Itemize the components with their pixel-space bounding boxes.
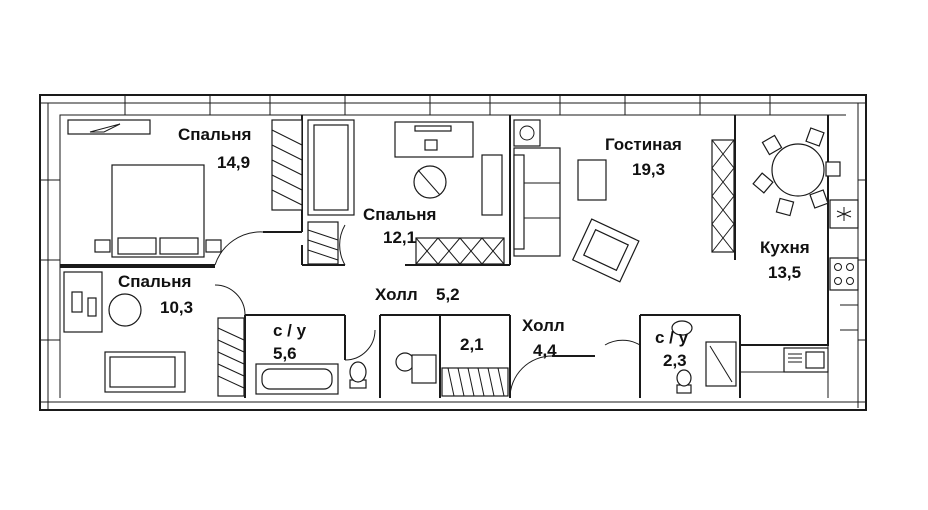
room-name-living: Гостиная <box>605 135 682 154</box>
bedroom-3-desk-icon <box>63 271 103 333</box>
room-area-kitchen: 13,5 <box>768 263 801 282</box>
room-area-living: 19,3 <box>632 160 665 179</box>
desk-icon <box>394 121 474 158</box>
room-labels: Спальня 14,9 Спальня 12,1 Гостиная 19,3 … <box>118 125 810 370</box>
sink-icon <box>783 347 829 373</box>
fridge-icon <box>829 199 859 229</box>
bedroom-3-armchair-icon <box>108 293 142 327</box>
bathtub-icon <box>255 363 339 395</box>
single-bed-icon <box>307 119 355 216</box>
bed-icon <box>94 164 222 258</box>
armchair-icon <box>413 165 447 199</box>
room-area-bathroom-1: 5,6 <box>273 344 297 363</box>
stove-icon <box>829 257 859 291</box>
room-name-bathroom-1: с / у <box>273 321 307 340</box>
bedroom-3-wardrobe-icon <box>217 317 245 397</box>
kitchen-counter <box>740 304 858 398</box>
room-area-bedroom-3: 10,3 <box>160 298 193 317</box>
storage-wardrobe-icon <box>441 367 509 397</box>
room-name-bedroom-2: Спальня <box>363 205 436 224</box>
room-name-hall-2: Холл <box>522 316 565 335</box>
room-name-bathroom-2: с / у <box>655 328 689 347</box>
bedroom-2-cabinet <box>415 154 505 265</box>
room-area-bedroom-2: 12,1 <box>383 228 416 247</box>
sofa-icon <box>513 147 561 257</box>
dining-table-icon <box>752 127 841 217</box>
washer-icon <box>513 119 541 147</box>
toilet-icon <box>349 361 367 389</box>
corridor-wardrobe-icon <box>307 221 339 265</box>
living-armchair-icon <box>571 218 640 283</box>
bathroom-2-shower-icon <box>705 341 737 387</box>
room-name-bedroom-1: Спальня <box>178 125 251 144</box>
room-area-hall-2: 4,4 <box>533 341 557 360</box>
room-area-bedroom-1: 14,9 <box>217 153 250 172</box>
room-area-bathroom-2: 2,3 <box>663 351 687 370</box>
room-area-hall-1: 5,2 <box>436 285 460 304</box>
bathroom-2-sink-icon <box>671 320 693 336</box>
bathroom-2-toilet-icon <box>676 369 692 394</box>
room-name-bedroom-3: Спальня <box>118 272 191 291</box>
coffee-table-icon <box>577 159 607 201</box>
room-name-hall-1: Холл <box>375 285 418 304</box>
room-area-storage: 2,1 <box>460 335 484 354</box>
room-name-kitchen: Кухня <box>760 238 810 257</box>
bedroom-1-shelf <box>67 119 151 135</box>
wardrobe-icon <box>271 119 303 211</box>
tv-unit-icon <box>711 139 735 253</box>
bedroom-3-bed-icon <box>104 351 186 393</box>
shower-sink-icon <box>395 352 437 384</box>
